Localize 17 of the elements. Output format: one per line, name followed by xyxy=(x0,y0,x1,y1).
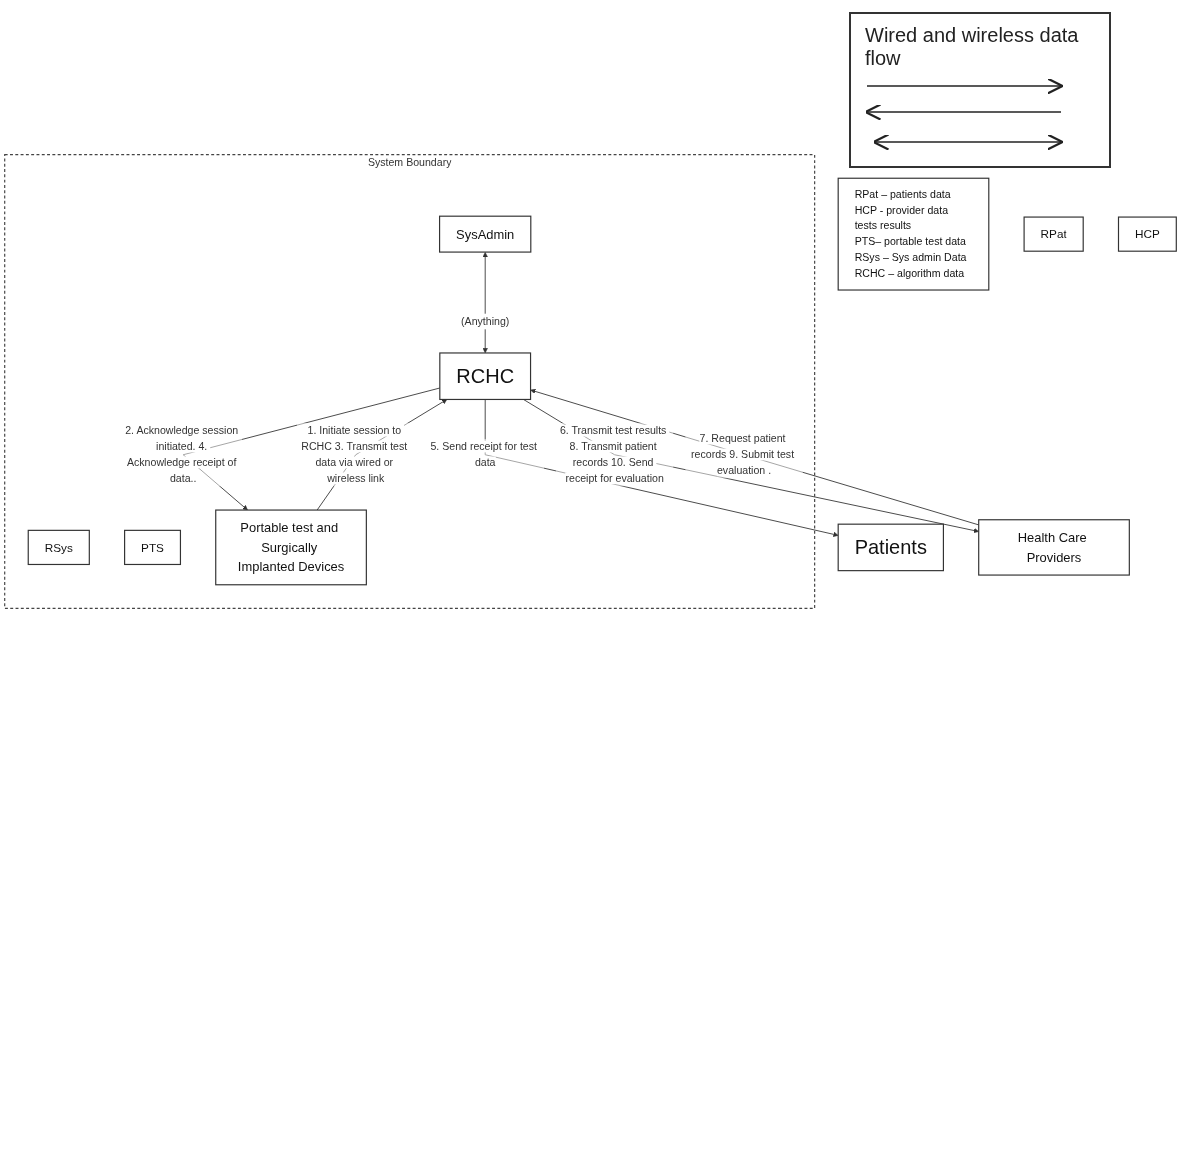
node-box: RSys xyxy=(27,529,90,566)
node-box: HCP xyxy=(1117,216,1177,252)
edge-label: 7. Request patient records 9. Submit test evaluation . xyxy=(691,432,795,477)
node-box: Portable test and Surgically Implanted Devices xyxy=(215,509,367,586)
edge-label: 6. Transmit test results 8. Transmit patient records 10. Send receipt for evaluation xyxy=(559,424,667,485)
node-box: RCHC xyxy=(439,352,532,401)
edge-label: 5. Send receipt for test data xyxy=(430,440,537,469)
node-box: PTS xyxy=(124,529,182,566)
node-box: Health Care Providers xyxy=(978,519,1130,576)
node-box: SysAdmin xyxy=(439,215,532,253)
legend-text: Wired and wireless data flow xyxy=(865,24,1080,70)
edge-label: (Anything) xyxy=(461,315,510,328)
edge-label: 1. Initiate session to RCHC 3. Transmit test data via wired or wireless link xyxy=(301,424,408,485)
node-box: Patients xyxy=(837,523,944,572)
edge-label: 2. Acknowledge session initiated. 4. Acknowledge receipt of data.. xyxy=(125,424,239,485)
node-box: RPat xyxy=(1023,216,1084,252)
node-box: RPat – patients data HCP - provider data tests results PTS– portable test data RSys – Sys admin Data RCHC – algorithm data xyxy=(837,177,990,291)
